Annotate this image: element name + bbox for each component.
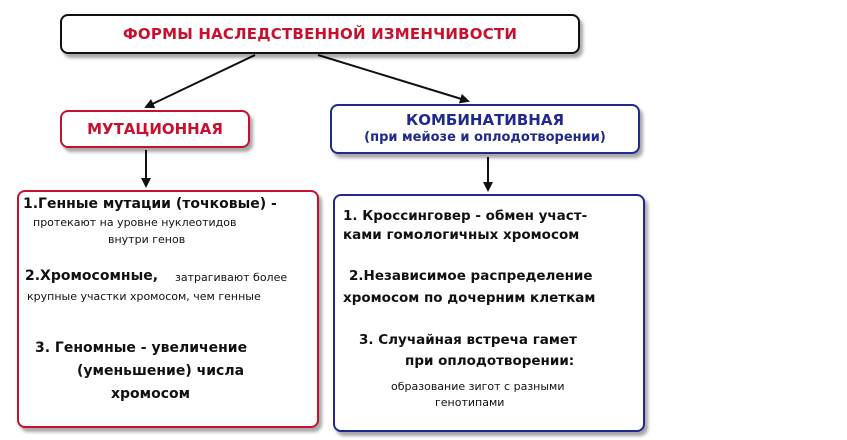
combinative-list-panel: 1. Кроссинговер - обмен участ- ками гомо…	[333, 194, 645, 432]
mutation-item-1-title: 1.Генные мутации (точковые) -	[23, 196, 277, 212]
mutation-item-3-line-1: 3. Геномные - увеличение	[35, 340, 248, 356]
diagram-title: ФОРМЫ НАСЛЕДСТВЕННОЙ ИЗМЕНЧИВОСТИ	[122, 25, 518, 43]
mutation-item-2-desc-2: крупные участки хромосом, чем генные	[27, 290, 261, 303]
combinative-item-3-line-2: при оплодотворении:	[405, 353, 575, 369]
combinative-item-1-line-2: ками гомологичных хромосом	[343, 227, 580, 243]
combinative-header-box: КОМБИНАТИВНАЯ (при мейозе и оплодотворен…	[330, 104, 640, 154]
combinative-subheader: (при мейозе и оплодотворении)	[364, 130, 606, 145]
mutation-header: МУТАЦИОННАЯ	[87, 120, 223, 138]
combinative-item-1-line-1: 1. Кроссинговер - обмен участ-	[343, 208, 588, 224]
arrow-to-combinative	[317, 54, 470, 104]
mutation-item-3-line-2: (уменьшение) числа	[77, 363, 245, 379]
mutation-item-1-desc-2: внутри генов	[108, 233, 186, 246]
combinative-item-2-line-1: 2.Независимое распределение	[349, 268, 593, 284]
title-box: ФОРМЫ НАСЛЕДСТВЕННОЙ ИЗМЕНЧИВОСТИ	[60, 14, 580, 54]
combinative-item-3-desc-1: образование зигот с разными	[391, 380, 565, 393]
combinative-header: КОМБИНАТИВНАЯ	[405, 111, 565, 129]
mutation-item-2-title: 2.Хромосомные,	[25, 268, 159, 284]
mutation-item-2-desc-1: затрагивают более	[175, 271, 288, 284]
combinative-item-3-line-1: 3. Случайная встреча гамет	[359, 332, 577, 348]
combinative-item-2-line-2: хромосом по дочерним клеткам	[343, 290, 596, 306]
mutation-item-3-line-3: хромосом	[111, 386, 191, 402]
mutation-header-box: МУТАЦИОННАЯ	[60, 110, 250, 148]
mutation-list-panel: 1.Генные мутации (точковые) - протекают …	[17, 190, 319, 428]
arrow-to-mutation	[144, 54, 256, 109]
combinative-item-3-desc-2: генотипами	[435, 396, 505, 409]
mutation-item-1-desc-1: протекают на уровне нуклеотидов	[33, 216, 237, 229]
